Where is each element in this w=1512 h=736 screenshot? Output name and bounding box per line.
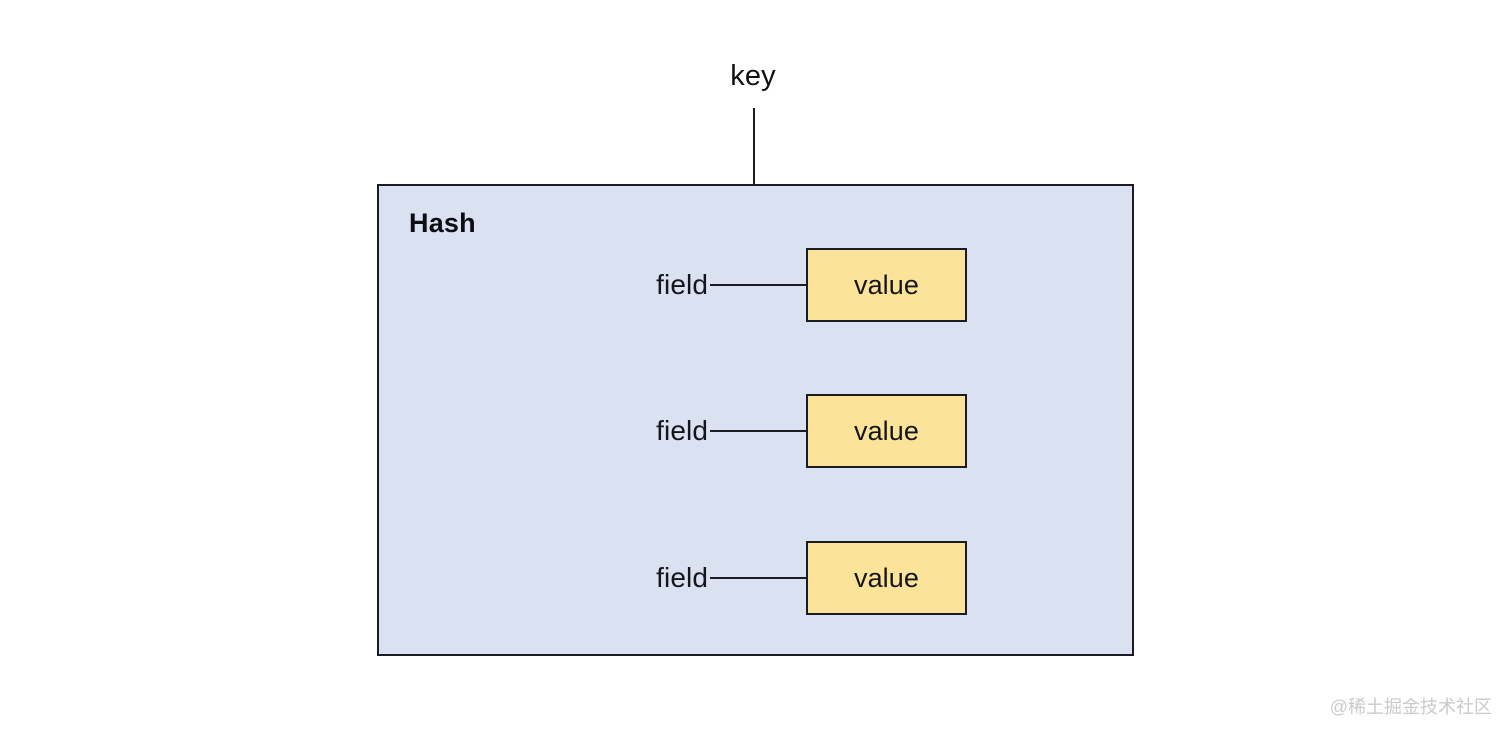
field-label: field [656, 415, 708, 446]
watermark: @稀土掘金技术社区 [1329, 697, 1492, 717]
field-value-connector [710, 430, 806, 432]
field-label: field [656, 562, 708, 593]
value-box: value [806, 394, 967, 468]
value-label: value [853, 563, 920, 593]
key-connector-line [753, 108, 755, 186]
hash-entry-row: field value [560, 541, 980, 615]
field-value-connector [710, 284, 806, 286]
value-box: value [806, 541, 967, 615]
hash-entry-row: field value [560, 248, 980, 322]
value-box: value [806, 248, 967, 322]
value-label: value [853, 416, 920, 446]
field-value-connector [710, 577, 806, 579]
field-label: field [656, 269, 708, 300]
hash-entry-row: field value [560, 394, 980, 468]
value-label: value [853, 270, 920, 300]
key-label: key [730, 60, 776, 92]
hash-title: Hash [409, 208, 476, 238]
